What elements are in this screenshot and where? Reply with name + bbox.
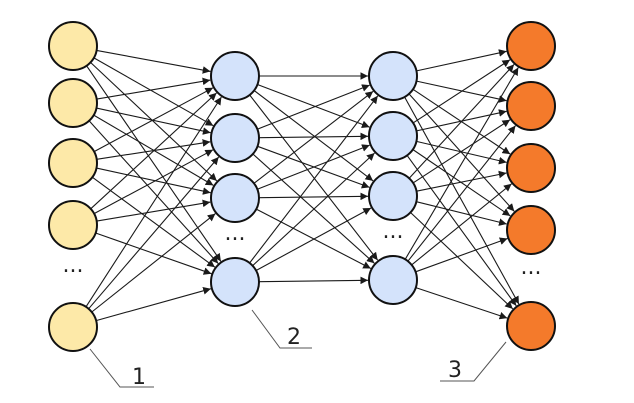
neuron-node xyxy=(210,173,260,223)
connection-arrow xyxy=(96,167,211,195)
connection-arrow xyxy=(257,144,370,190)
connection-arrow xyxy=(85,96,222,308)
callout-group: 1 2 3 xyxy=(89,309,507,390)
ellipsis-dots: ... xyxy=(521,255,542,280)
neuron-node xyxy=(506,21,556,71)
connection-arrow xyxy=(253,90,374,182)
neuron-node xyxy=(48,302,98,352)
connection-arrow xyxy=(253,90,374,184)
neuron-node xyxy=(506,81,556,131)
connection-arrow xyxy=(93,87,214,153)
connection-arrow xyxy=(257,83,370,128)
connection-arrow xyxy=(408,64,515,179)
connection-arrow xyxy=(93,149,214,215)
neuron-node xyxy=(48,200,98,250)
connection-arrow xyxy=(411,183,512,266)
connection-arrow xyxy=(412,59,511,124)
ellipsis-dots: ... xyxy=(63,253,84,278)
neurons xyxy=(48,21,556,352)
connection-arrow xyxy=(95,232,212,275)
connection-arrow xyxy=(404,96,520,305)
connection-arrow xyxy=(415,237,508,273)
connection-arrow xyxy=(416,170,507,192)
ellipsis-dots: ... xyxy=(383,219,404,244)
callout-leader-line xyxy=(251,309,312,349)
connection-arrow xyxy=(404,67,519,260)
ellipsis-group: ............ xyxy=(63,219,542,280)
connection-arrow xyxy=(91,213,216,313)
connection-arrow xyxy=(415,287,508,320)
connection-arrow xyxy=(416,201,507,226)
neuron-node xyxy=(368,51,418,101)
connection-arrow xyxy=(88,120,219,264)
connection-arrow xyxy=(406,155,517,307)
connection-arrow xyxy=(412,119,511,184)
neuron-node xyxy=(506,143,556,193)
connection-arrow xyxy=(90,61,218,182)
connection-arrow xyxy=(96,77,211,100)
callout-label: 1 xyxy=(132,365,146,390)
ellipsis-dots: ... xyxy=(225,221,246,246)
callout-label: 3 xyxy=(448,358,462,383)
connection-arrow xyxy=(258,192,369,201)
connection-arrow xyxy=(86,65,222,262)
connection-arrow xyxy=(249,94,379,261)
connection-arrow xyxy=(96,49,211,74)
callout-leader-line xyxy=(89,348,154,388)
connection-arrow xyxy=(96,199,211,222)
callout-leader-line xyxy=(440,341,507,382)
connection-arrow xyxy=(407,125,516,262)
neuron-node xyxy=(210,257,260,307)
neuron-node xyxy=(368,171,418,221)
connection-arrow xyxy=(412,149,511,217)
neuron-node xyxy=(506,301,556,351)
connection-arrow xyxy=(255,207,372,271)
connection-arrow xyxy=(96,107,211,135)
neuron-node xyxy=(368,255,418,305)
neuron-node xyxy=(210,51,260,101)
neuron-node xyxy=(48,78,98,128)
connection-arrow xyxy=(88,156,220,310)
connections xyxy=(85,49,520,322)
connection-arrow xyxy=(416,49,507,72)
connection-arrow xyxy=(93,57,214,127)
neuron-node xyxy=(368,111,418,161)
neuron-node xyxy=(210,113,260,163)
neuron-node xyxy=(48,138,98,188)
connection-arrow xyxy=(95,287,212,322)
connection-arrow xyxy=(90,92,217,210)
neuron-node xyxy=(48,21,98,71)
connection-arrow xyxy=(249,95,379,264)
connection-arrow xyxy=(257,84,370,130)
callout-label: 2 xyxy=(287,325,301,350)
connection-arrow xyxy=(258,276,369,285)
connection-arrow xyxy=(91,176,216,268)
neuron-node xyxy=(506,205,556,255)
connection-arrow xyxy=(252,152,375,267)
connection-arrow xyxy=(410,212,514,310)
